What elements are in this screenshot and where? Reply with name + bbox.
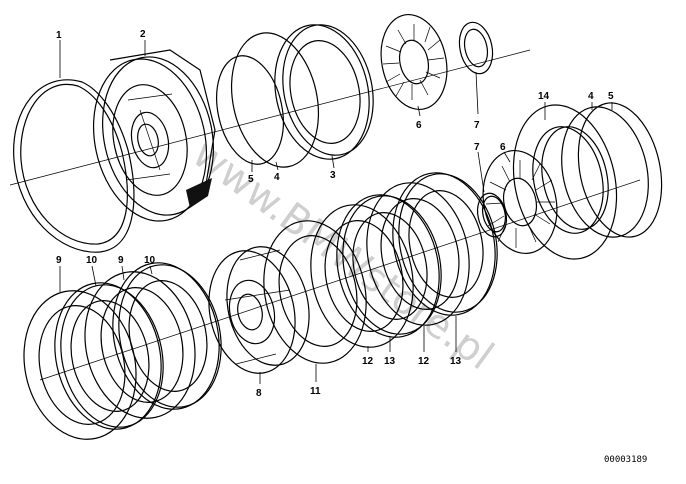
part-10-friction-plate-second[interactable] (100, 253, 234, 419)
part-2-drum[interactable] (79, 47, 227, 232)
part-label-7-upper: 7 (474, 120, 480, 131)
part-label-5-right: 5 (608, 91, 614, 102)
part-5-ring-right[interactable] (567, 95, 674, 245)
part-label-10-left: 10 (86, 255, 98, 266)
part-14-piston[interactable] (500, 95, 630, 268)
part-label-12-second: 12 (418, 356, 430, 367)
part-label-12-first: 12 (362, 356, 374, 367)
leader-lines (59, 40, 613, 384)
part-label-9-second: 9 (118, 255, 124, 266)
part-label-6-lower: 6 (500, 142, 506, 153)
part-12-steel-plate-second[interactable] (354, 173, 482, 335)
part-5-ring-upper[interactable] (207, 50, 292, 171)
part-9-steel-plate-second[interactable] (72, 261, 208, 428)
diagram-code: 00003189 (604, 455, 647, 465)
part-13-friction-plate-first[interactable] (324, 185, 453, 347)
part-label-4-right: 4 (588, 91, 594, 102)
part-label-11: 11 (310, 386, 321, 397)
part-label-6-upper: 6 (416, 120, 422, 131)
part-9-steel-plate-left[interactable] (11, 280, 150, 450)
part-label-3: 3 (330, 170, 336, 181)
part-label-13-second: 13 (450, 356, 462, 367)
upper-axis-line (9, 49, 531, 186)
part-label-14: 14 (538, 91, 550, 102)
part-label-4-upper: 4 (274, 172, 280, 183)
part-label-5-upper: 5 (248, 174, 254, 185)
part-7-circlip-lower[interactable] (474, 191, 511, 240)
part-label-8: 8 (256, 388, 262, 399)
part-11-plate[interactable] (251, 211, 379, 373)
part-6-spring-plate-lower[interactable] (474, 144, 566, 261)
part-label-2: 2 (140, 29, 146, 40)
part-label-9-left: 9 (56, 255, 62, 266)
part-label-10-second: 10 (144, 255, 156, 266)
part-4-ring-upper[interactable] (220, 25, 330, 175)
part-1-snap-ring[interactable] (13, 79, 135, 253)
part-6-spring-plate-upper[interactable] (373, 8, 456, 115)
part-label-7-lower: 7 (474, 142, 480, 153)
part-13-friction-plate-second[interactable] (380, 163, 509, 325)
part-4-ring-right[interactable] (550, 99, 660, 246)
part-3-piston[interactable] (263, 16, 385, 168)
part-labels: 1 2 5 4 3 6 7 14 4 5 7 6 9 10 9 10 8 11 … (56, 29, 614, 399)
part-label-13-first: 13 (384, 356, 396, 367)
part-8-hub[interactable] (198, 239, 320, 381)
part-7-circlip-upper[interactable] (455, 19, 497, 77)
part-12-steel-plate-first[interactable] (298, 195, 426, 357)
part-10-friction-plate-left[interactable] (42, 273, 176, 439)
part-label-1: 1 (56, 30, 62, 41)
